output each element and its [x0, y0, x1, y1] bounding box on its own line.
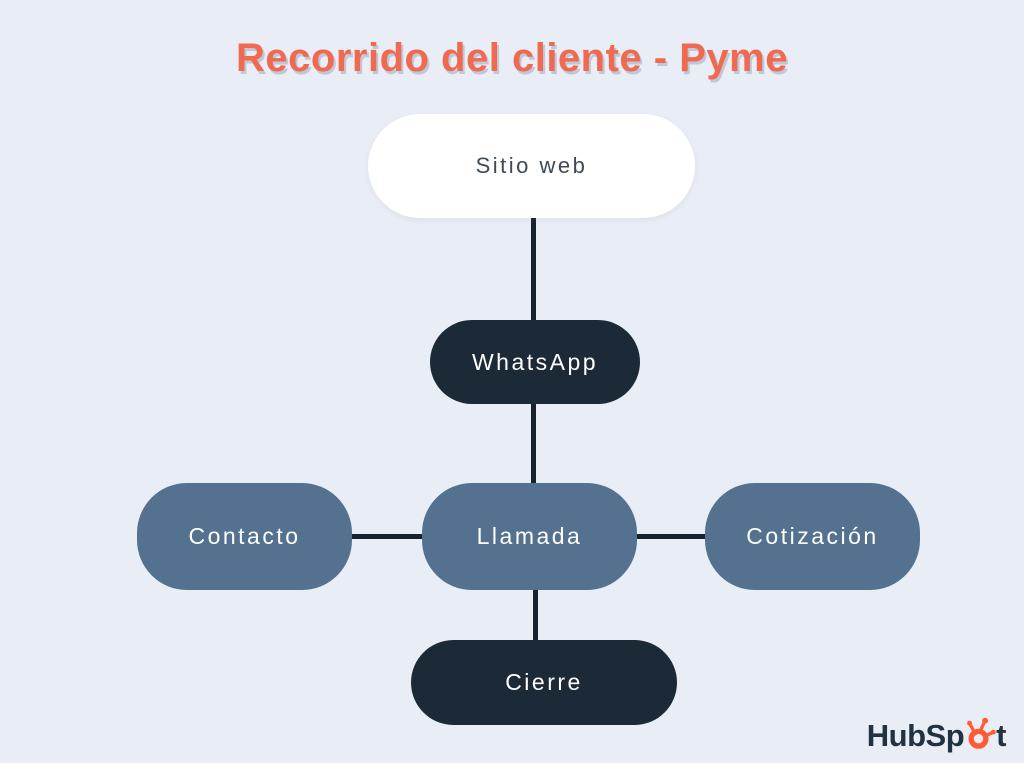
- node-sitio-web-label: Sitio web: [475, 153, 588, 178]
- hubspot-logo: HubSp t: [866, 717, 1006, 754]
- hubspot-sprocket-icon: [967, 717, 996, 749]
- node-contacto-label: Contacto: [188, 523, 301, 549]
- node-cierre: Cierre: [411, 640, 677, 725]
- edge-llamada-to-cierre: [533, 586, 538, 644]
- node-cierre-label: Cierre: [505, 669, 583, 695]
- edge-sitio-web-to-whatsapp: [531, 214, 536, 324]
- edge-contacto-to-llamada: [349, 534, 425, 539]
- node-sitio-web: Sitio web: [368, 114, 695, 218]
- hubspot-logo-text-right: t: [996, 718, 1006, 753]
- node-cotizacion-label: Cotización: [746, 523, 879, 549]
- node-llamada: Llamada: [422, 483, 637, 590]
- page-title: Recorrido del cliente - Pyme: [236, 36, 788, 80]
- node-contacto: Contacto: [137, 483, 352, 590]
- node-llamada-label: Llamada: [476, 523, 583, 549]
- node-whatsapp: WhatsApp: [430, 320, 640, 404]
- hubspot-logo-text-left: HubSp: [866, 718, 965, 753]
- node-cotizacion: Cotización: [705, 483, 920, 590]
- bottom-border-strip: [0, 763, 1024, 768]
- node-whatsapp-label: WhatsApp: [471, 348, 599, 375]
- edge-whatsapp-to-llamada: [531, 400, 536, 488]
- edge-llamada-to-cotizacion: [634, 534, 708, 539]
